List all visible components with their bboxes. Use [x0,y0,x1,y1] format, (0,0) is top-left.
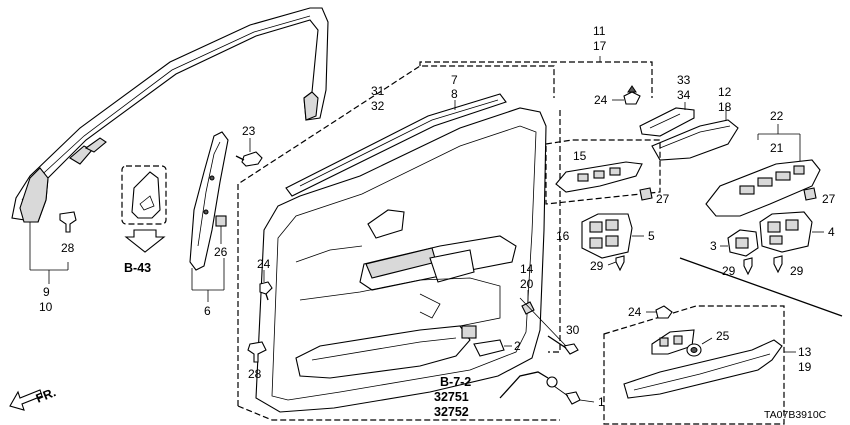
switch-group-separator [679,257,843,317]
callout-label: 23 [242,124,256,138]
callout-label: 2 [514,339,521,353]
callout-label: 21 [770,141,784,155]
callout-label: 3 [710,239,717,253]
screw-part-24-top[interactable] [623,85,641,105]
callout-label: 31 [371,84,385,98]
callout-label: 12 [718,85,732,99]
callout-label: 24 [594,93,608,107]
callout-label: 34 [677,88,691,102]
lamp-cable-part[interactable] [499,371,581,405]
clip-part-28-upper[interactable] [59,211,77,233]
callout-label: 15 [573,149,587,163]
callout-label: 24 [257,257,271,271]
callout-label: 29 [590,259,604,273]
clip-part-14-20[interactable] [521,301,535,315]
callout-label: 30 [566,323,580,337]
callout-label: 25 [716,329,730,343]
reference-b43: B-43 [124,261,151,275]
switch-panel-part-21[interactable] [705,159,821,217]
knob-part-25[interactable] [686,343,702,357]
diagram-code: TA07B3910C [764,409,827,421]
callout-label: 20 [520,277,534,291]
callout-label: 32 [371,99,385,113]
screw-part-30[interactable] [547,335,579,355]
callout-label: 9 [43,285,50,299]
callout-label: 29 [790,264,804,278]
callout-label: 27 [656,192,670,206]
callout-label: 11 [593,24,606,38]
switch-part-5[interactable] [581,213,633,259]
leader-line [701,337,713,345]
handle-bracket-part[interactable] [639,107,695,137]
cap-part-2[interactable] [473,339,505,357]
leader-line [519,297,567,347]
pillar-garnish-part[interactable] [189,131,229,271]
mirror-cover-reference[interactable] [121,165,167,253]
callout-label: 18 [718,100,732,114]
clip-part-28-lower[interactable] [247,341,267,363]
callout-label: 7 [451,73,458,87]
lining-assembly-outline-bottom [237,405,560,421]
lining-assembly-outline [237,65,555,406]
reference-32752: 32752 [434,405,469,419]
screw-part-29-middle[interactable] [743,257,753,276]
front-label: FR. [34,385,58,406]
callout-label: 6 [204,304,211,318]
callout-label: 14 [520,262,534,276]
reference-b72: B-7-2 [440,375,471,389]
callout-label: 8 [451,87,458,101]
door-lining-panel[interactable] [255,93,547,413]
switch-panel-part-15[interactable] [555,161,643,193]
leader-line [553,385,569,397]
callout-label: 4 [828,225,835,239]
clip-part-27-left[interactable] [639,187,653,201]
callout-label: 1 [598,395,605,409]
screw-part-24-lower[interactable] [655,305,673,319]
callout-label: 33 [677,73,691,87]
callout-label: 28 [248,367,262,381]
callout-label: 5 [648,229,655,243]
callout-label: 22 [770,109,784,123]
callout-label: 19 [798,360,812,374]
handle-assembly-outline [419,61,653,98]
front-direction-arrow [9,389,43,411]
callout-label: 16 [556,229,570,243]
leader-line [579,399,595,403]
reference-32751: 32751 [434,390,469,404]
armrest-pad-part[interactable] [651,119,739,161]
screw-part-24-left[interactable] [259,281,273,301]
screw-part-23[interactable] [235,151,263,167]
clip-part-27-right[interactable] [803,187,817,201]
callout-label: 17 [593,39,607,53]
callout-label: 27 [822,192,836,206]
switch-part-3[interactable] [727,229,759,257]
screw-part-29-left[interactable] [615,255,625,272]
screw-part-29-right[interactable] [773,255,783,274]
callout-label: 28 [61,241,75,255]
callout-label: 13 [798,345,812,359]
switch-panel-outline-left [545,139,661,205]
sash-molding-part[interactable] [11,7,329,223]
callout-label: 26 [214,245,228,259]
lower-garnish-part[interactable] [623,339,783,399]
callout-label: 10 [39,300,53,314]
leader-line [607,261,617,266]
callout-label: 24 [628,305,642,319]
callout-label: 29 [722,264,736,278]
lower-garnish-outline [603,305,785,425]
switch-part-4[interactable] [759,211,813,253]
clip-part-26[interactable] [215,215,227,227]
